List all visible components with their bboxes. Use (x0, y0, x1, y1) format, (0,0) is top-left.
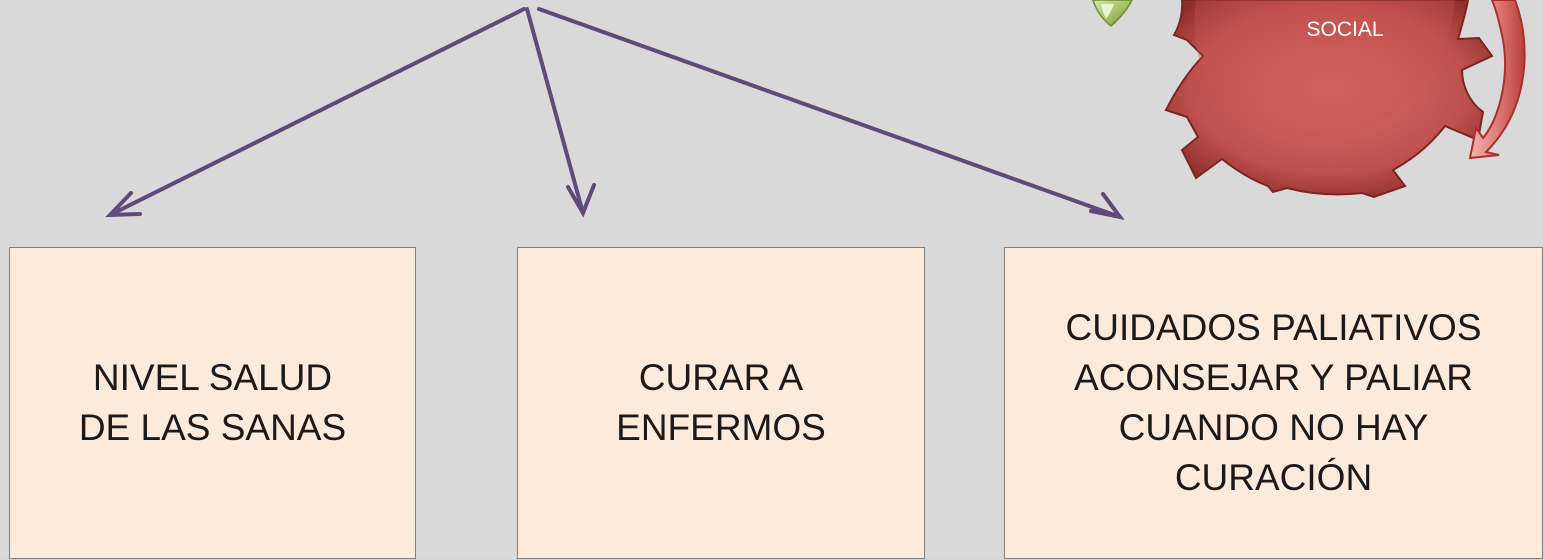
green-cycle-highlight (1101, 4, 1114, 19)
arrow-middle (525, 7, 596, 218)
cycle-arrow-curve (1468, 0, 1526, 160)
arrow-left (105, 7, 526, 218)
box-curar-enfermos: CURAR A ENFERMOS (517, 247, 925, 559)
box-nivel-salud: NIVEL SALUD DE LAS SANAS (9, 247, 416, 559)
diagram-canvas (105, 0, 1526, 221)
green-cycle-shape (1092, 0, 1133, 27)
box-cuidados-paliativos: CUIDADOS PALIATIVOS ACONSEJAR Y PALIAR C… (1004, 247, 1543, 559)
arrow-right (537, 7, 1125, 221)
gear-label-social: SOCIAL (1306, 18, 1384, 41)
gear-inner-shadow (1194, 0, 1455, 140)
gear-shape (1164, 0, 1494, 199)
